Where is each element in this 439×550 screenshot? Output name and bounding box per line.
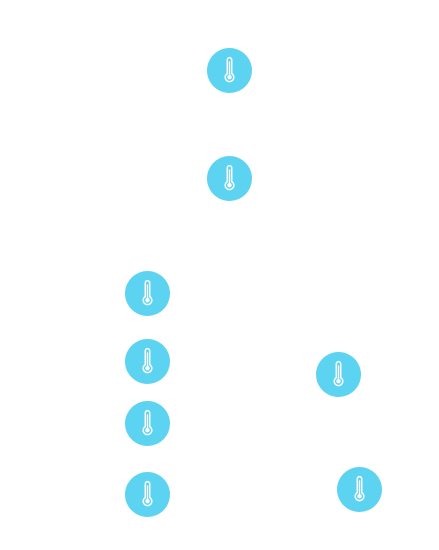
thermometer-bulb <box>226 182 232 187</box>
thermometer-outline <box>224 56 234 82</box>
thermometer-bulb <box>144 427 150 432</box>
thermometer-bulb <box>335 378 341 383</box>
thermometer-outline <box>224 164 234 190</box>
sensor-marker-6[interactable] <box>124 400 170 446</box>
thermometer-outline <box>142 347 152 373</box>
sensor-marker-7[interactable] <box>124 471 170 517</box>
thermometer-outline <box>354 475 364 501</box>
thermometer-icon <box>124 471 170 517</box>
thermometer-icon <box>124 338 170 384</box>
sensor-marker-2[interactable] <box>206 155 252 201</box>
thermometer-bulb <box>356 493 362 498</box>
thermometer-icon <box>206 47 252 93</box>
sensor-marker-8[interactable] <box>336 466 382 512</box>
thermometer-icon <box>206 155 252 201</box>
thermometer-outline <box>333 360 343 386</box>
thermometer-bulb <box>144 365 150 370</box>
thermometer-bulb <box>144 498 150 503</box>
thermometer-outline <box>142 409 152 435</box>
thermometer-outline <box>142 279 152 305</box>
thermometer-icon <box>124 270 170 316</box>
sensor-marker-3[interactable] <box>124 270 170 316</box>
sensor-marker-1[interactable] <box>206 47 252 93</box>
thermometer-icon <box>124 400 170 446</box>
thermometer-icon <box>315 351 361 397</box>
thermometer-icon <box>336 466 382 512</box>
thermometer-bulb <box>226 74 232 79</box>
sensor-marker-4[interactable] <box>124 338 170 384</box>
thermometer-outline <box>142 480 152 506</box>
thermometer-bulb <box>144 297 150 302</box>
sensor-marker-5[interactable] <box>315 351 361 397</box>
